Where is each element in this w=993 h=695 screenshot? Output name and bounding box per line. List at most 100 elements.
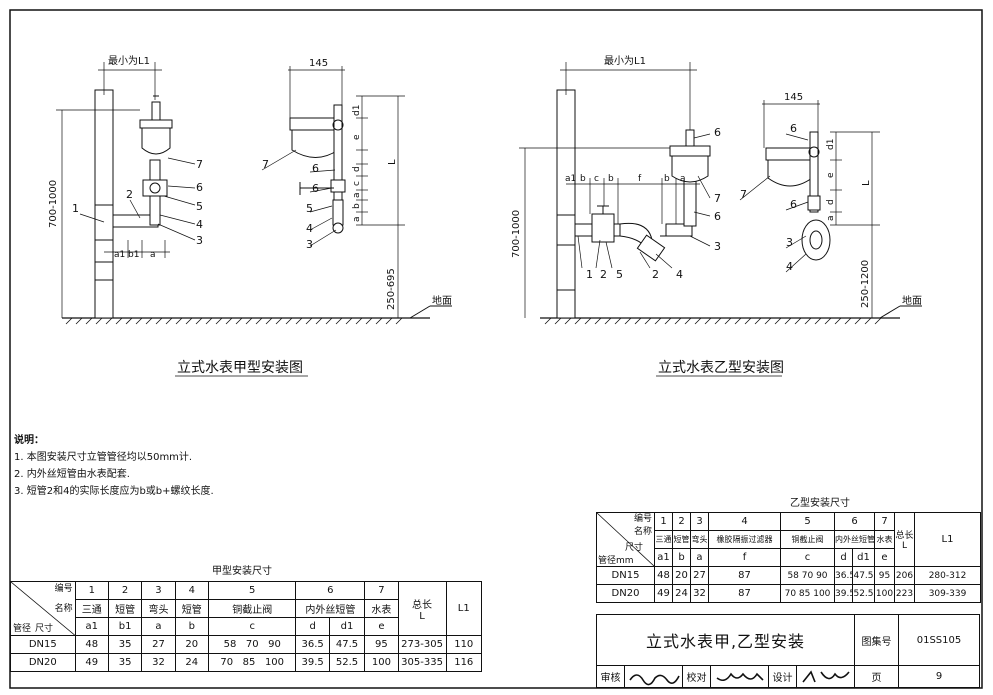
- type-b-dim-f: f: [638, 174, 642, 184]
- table-a-r1-c5: 58 70 90: [207, 635, 297, 654]
- drawing-title: 立式水表甲,乙型安装: [597, 615, 855, 666]
- table-a-sym-e: e: [364, 617, 399, 636]
- table-b-num-7: 7: [874, 512, 895, 531]
- table-a-r2-c3: 32: [141, 653, 176, 672]
- table-a-r2-c1: 49: [74, 653, 109, 672]
- table-b-num-2: 2: [672, 512, 691, 531]
- table-b-sym-d1: d1: [852, 548, 875, 567]
- type-b-dim-b: b: [580, 174, 586, 184]
- table-a-sym-c: c: [207, 617, 297, 636]
- table-a-num-4: 4: [174, 581, 209, 600]
- table-b-r1-c5: 58 70 90: [780, 566, 835, 585]
- type-b-floor-range: 250-1200: [860, 260, 871, 308]
- table-b-r1-c3: 27: [690, 566, 709, 585]
- table-a: 编号 名称 尺寸 管径 1 2 3 4 5 6 7 总长 L L1 三通 短管 …: [10, 581, 483, 672]
- design-label: 设计: [769, 666, 797, 687]
- table-b-total-label: 总长: [895, 531, 914, 541]
- note-item-2: 2. 内外丝短管由水表配套.: [14, 469, 130, 480]
- table-a-total-header: 总长 L: [397, 581, 447, 636]
- type-a-drawing: [56, 62, 452, 377]
- table-b-r1-dn: DN15: [596, 566, 655, 585]
- type-a-dim-e: e: [352, 134, 362, 140]
- type-b-callout-6: 6: [714, 210, 721, 223]
- table-a-hdr-num: 编号: [54, 584, 73, 594]
- table-b-hdr-name: 名称: [633, 527, 652, 537]
- table-a-sym-d: d: [295, 617, 330, 636]
- table-b-sym-b: b: [672, 548, 691, 567]
- type-b-dim-b3: b: [664, 174, 670, 184]
- table-b-r1-l1: 280-312: [914, 566, 981, 585]
- table-b-r1-c6: 36.5: [834, 566, 853, 585]
- table-row: DN15 48 20 27 87 58 70 90 36.5 47.5 95 2…: [596, 566, 981, 585]
- table-b-r2-c8: 100: [874, 584, 895, 603]
- table-b-r1-total: 206: [894, 566, 915, 585]
- table-b-r2-c1: 49: [654, 584, 673, 603]
- table-a-num-1: 1: [74, 581, 109, 600]
- table-a-name-3: 弯头: [141, 599, 176, 618]
- table-a-name-6: 内外丝短管: [295, 599, 366, 618]
- page-number: 9: [935, 671, 943, 682]
- table-a-sym-b: b: [174, 617, 209, 636]
- table-a-r2-total: 305-335: [397, 653, 447, 672]
- table-row: DN15 48 35 27 20 58 70 90 36.5 47.5 95 2…: [10, 635, 483, 654]
- type-a-floor-label: 地面: [432, 294, 452, 307]
- type-a-dim-b1: b1: [128, 250, 139, 260]
- type-b-callout-4: 4: [676, 268, 683, 281]
- type-a-callout-6: 6: [196, 181, 203, 194]
- note-item-3: 3. 短管2和4的实际长度应为b或b+螺纹长度.: [14, 486, 214, 497]
- table-a-name-2: 短管: [107, 599, 143, 618]
- table-b-num-5: 5: [780, 512, 835, 531]
- table-b-r2-c5: 70 85 100: [780, 584, 835, 603]
- type-b-callout-1: 1: [586, 268, 593, 281]
- table-b-num-1: 1: [654, 512, 673, 531]
- table-a-r1-c4: 20: [174, 635, 209, 654]
- design-signature: [797, 666, 855, 687]
- type-b-caption: 立式水表乙型安装图: [658, 360, 784, 376]
- type-a-dim-a-r: a: [352, 192, 362, 198]
- page-label: 页: [855, 666, 899, 687]
- type-a-callout-3: 3: [196, 234, 203, 247]
- review-label: 审核: [597, 666, 625, 687]
- table-b-sym-a1: a1: [654, 548, 673, 567]
- table-b-name-5: 铜截止阀: [780, 530, 835, 549]
- table-a-r1-total: 273-305: [397, 635, 447, 654]
- table-a-num-2: 2: [107, 581, 143, 600]
- table-b-hdr-size: 尺寸: [625, 543, 644, 553]
- table-a-r2-dn: DN20: [10, 653, 76, 672]
- type-a-dim-c: c: [352, 181, 362, 186]
- table-a-r2-c4: 24: [174, 653, 209, 672]
- check-signature: [711, 666, 769, 687]
- table-a-r1-c1: 48: [74, 635, 109, 654]
- type-b-dim-d: d: [826, 199, 836, 205]
- table-b-num-6: 6: [834, 512, 875, 531]
- table-a-sym-a: a: [141, 617, 176, 636]
- type-a-min-label: 最小为L1: [108, 55, 150, 67]
- table-a-name-4: 短管: [174, 599, 209, 618]
- type-b-side-6: 6: [790, 122, 797, 135]
- table-a-r1-c6: 36.5: [295, 635, 330, 654]
- table-b-name-1: 三通: [654, 530, 673, 549]
- type-b-dim-145: 145: [784, 92, 803, 103]
- table-a-num-7: 7: [364, 581, 399, 600]
- type-b-callout-2b: 2: [652, 268, 659, 281]
- table-b-sym-f: f: [708, 548, 781, 567]
- table-b-name-7: 水表: [874, 530, 895, 549]
- table-b-sym-e: e: [874, 548, 895, 567]
- table-b-num-3: 3: [690, 512, 709, 531]
- type-a-dim-a-r2: a: [352, 216, 362, 222]
- table-b-l1-header: L1: [914, 512, 981, 567]
- table-b-name-2: 短管: [672, 530, 691, 549]
- table-a-r2-c5: 70 85 100: [207, 653, 297, 672]
- table-b: 编号 名称 尺寸 管径mm 1 2 3 4 5 6 7 总长 L L1 三通 短…: [596, 512, 981, 603]
- table-b-sym-c: c: [780, 548, 835, 567]
- table-a-hdr-name: 名称: [54, 604, 73, 614]
- type-b-callout-5: 5: [616, 268, 623, 281]
- type-a-callout-5: 5: [196, 200, 203, 213]
- type-b-callout-7: 7: [714, 192, 721, 205]
- table-a-num-6: 6: [295, 581, 366, 600]
- title-block: 立式水表甲,乙型安装 图集号 01SS105 审核 校对 设计 页 9: [596, 614, 980, 688]
- table-a-sym-a1: a1: [74, 617, 109, 636]
- table-a-l1-header: L1: [445, 581, 483, 636]
- table-a-caption: 甲型安装尺寸: [212, 566, 272, 577]
- table-a-hdr-size: 尺寸: [35, 624, 54, 634]
